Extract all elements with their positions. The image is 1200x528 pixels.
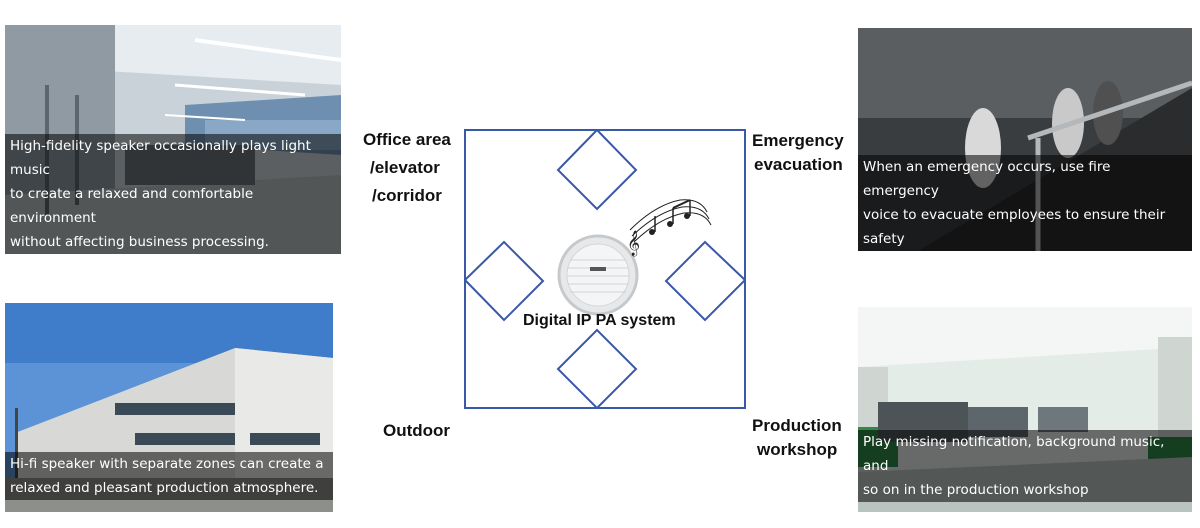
label-office: Office area /elevator /corridor — [363, 126, 451, 210]
office-caption-line-2: to create a relaxed and comfortable envi… — [10, 186, 254, 226]
ceiling-speaker-icon — [557, 234, 639, 316]
label-office-line-1: Office area — [363, 130, 451, 149]
production-caption-line-1: Play missing notification, background mu… — [863, 434, 1165, 474]
office-photo: High-fidelity speaker occasionally plays… — [5, 25, 341, 254]
label-production: Production workshop — [752, 414, 842, 462]
label-office-line-3: /corridor — [372, 186, 442, 205]
emergency-caption-line-1: When an emergency occurs, use fire emerg… — [863, 159, 1111, 199]
emergency-photo: When an emergency occurs, use fire emerg… — [858, 28, 1192, 251]
label-production-line-2: workshop — [757, 440, 838, 459]
production-photo: Play missing notification, background mu… — [858, 307, 1192, 512]
music-notes-icon: 𝄞 — [627, 199, 712, 256]
label-emergency-line-2: evacuation — [754, 155, 843, 174]
production-caption-line-2: so on in the production workshop — [863, 482, 1089, 498]
outdoor-caption-line-2: relaxed and pleasant production atmosphe… — [10, 480, 319, 496]
outdoor-caption-line-1: Hi-fi speaker with separate zones can cr… — [10, 456, 324, 472]
outdoor-caption: Hi-fi speaker with separate zones can cr… — [5, 452, 333, 500]
emergency-caption-line-3: safety — [863, 231, 905, 247]
svg-text:𝄞: 𝄞 — [627, 230, 640, 256]
label-emergency: Emergency evacuation — [752, 129, 844, 177]
four-way-arrow-diagram: 𝄞 — [464, 129, 746, 409]
emergency-caption-line-2: voice to evacuate employees to ensure th… — [863, 207, 1166, 223]
office-caption-line-1: High-fidelity speaker occasionally plays… — [10, 138, 311, 178]
outdoor-photo: Hi-fi speaker with separate zones can cr… — [5, 303, 333, 512]
label-production-line-1: Production — [752, 416, 842, 435]
center-title: Digital IP PA system — [523, 312, 676, 329]
production-caption: Play missing notification, background mu… — [858, 430, 1192, 502]
label-emergency-line-1: Emergency — [752, 131, 844, 150]
label-office-line-2: /elevator — [370, 158, 440, 177]
emergency-caption: When an emergency occurs, use fire emerg… — [858, 155, 1192, 251]
arrow-outline — [464, 129, 746, 409]
office-caption-line-3: without affecting business processing. — [10, 234, 269, 250]
office-caption: High-fidelity speaker occasionally plays… — [5, 134, 341, 254]
label-outdoor: Outdoor — [383, 417, 450, 445]
label-outdoor-line-1: Outdoor — [383, 421, 451, 440]
